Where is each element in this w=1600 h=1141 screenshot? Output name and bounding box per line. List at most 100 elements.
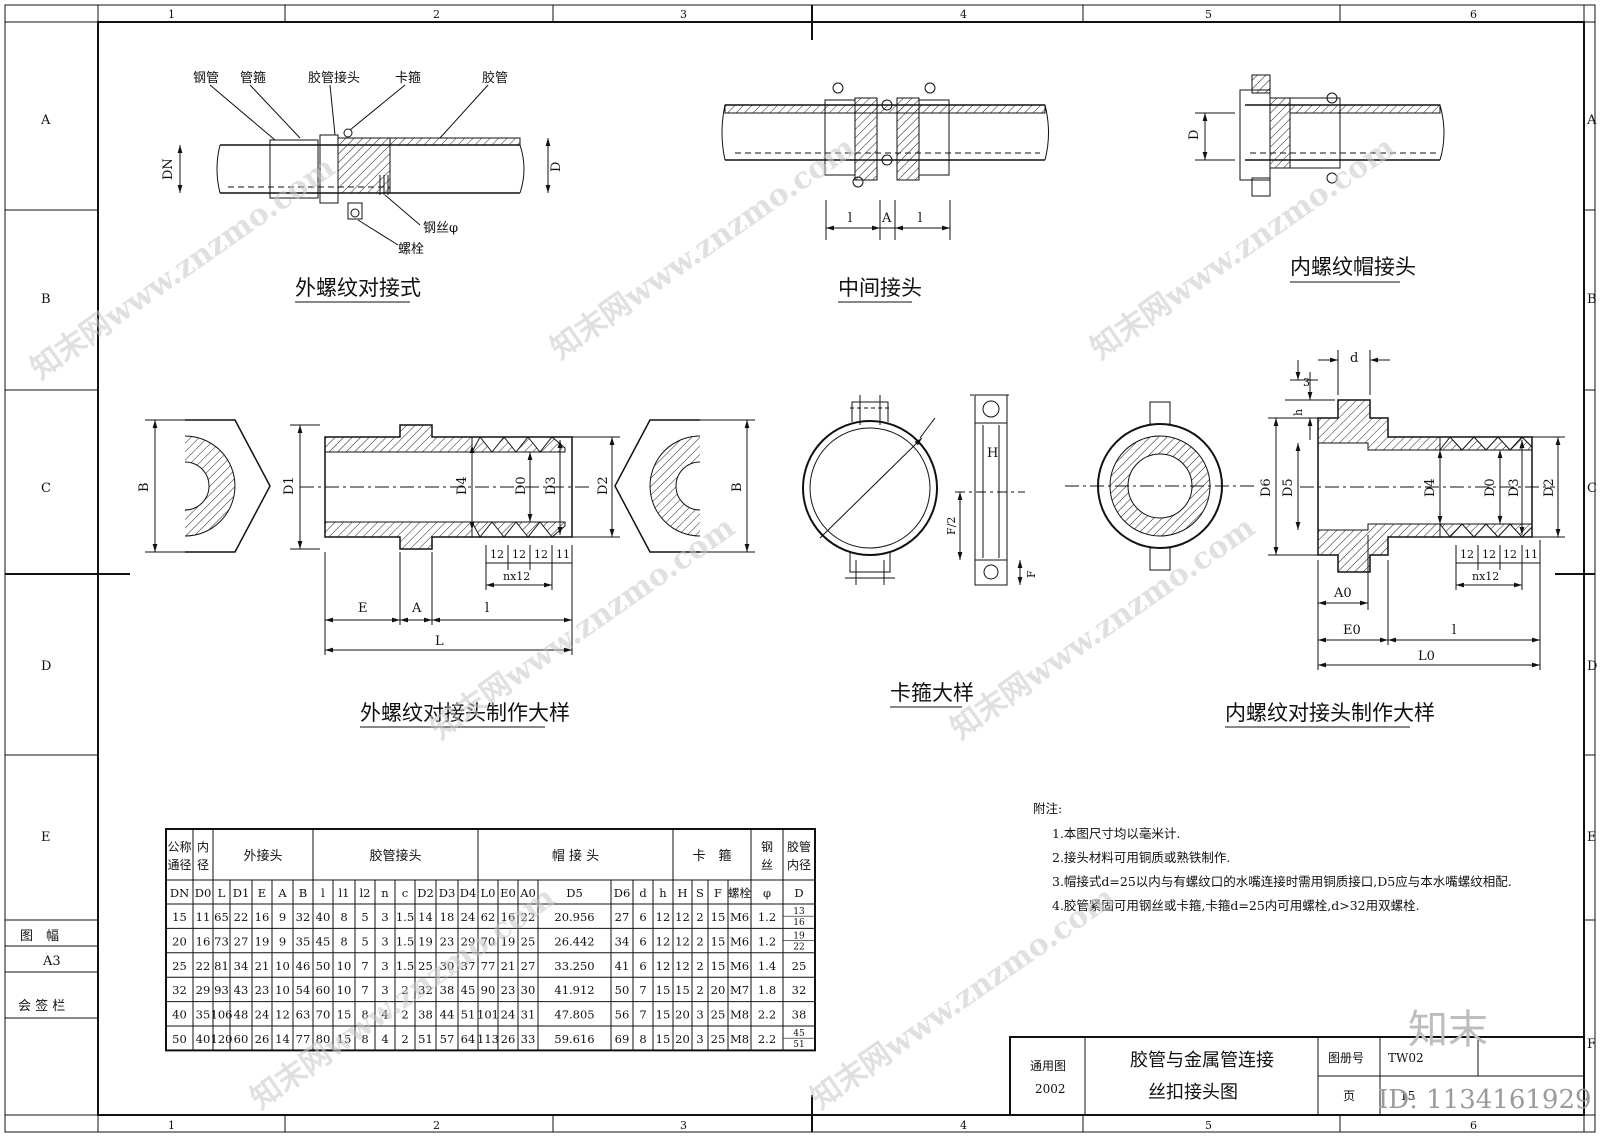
page-label: 页 <box>1343 1089 1355 1103</box>
table-cell: 12 <box>675 910 690 924</box>
title-block-text: 通用图 2002 胶管与金属管连接 丝扣接头图 图册号 TW02 页 15 知末… <box>1030 1007 1592 1115</box>
table-cell: 24 <box>461 910 476 924</box>
figure-internal-thread-cap-labels: D 内螺纹帽接头 <box>1187 130 1416 279</box>
atlas-no-label: 图册号 <box>1328 1051 1364 1065</box>
table-column-header: H <box>677 886 687 900</box>
signature-label: 会 签 栏 <box>18 998 65 1014</box>
svg-text:12: 12 <box>1460 548 1474 561</box>
svg-text:nx12: nx12 <box>1472 570 1499 583</box>
table-cell: 45 <box>316 934 331 948</box>
atlas-no: TW02 <box>1388 1051 1424 1065</box>
callout-clamp: 卡箍 <box>395 70 421 86</box>
table-cell: 20.956 <box>554 910 594 924</box>
table-cell: 19 <box>255 934 270 948</box>
table-cell: 12 <box>656 910 671 924</box>
table-cell: 64 <box>461 1032 476 1046</box>
table-column-header: B <box>299 886 307 900</box>
sheet-size-label: 图 幅 <box>20 929 59 944</box>
table-cell: 8 <box>340 934 347 948</box>
table-cell: 24 <box>255 1008 270 1022</box>
svg-text:3: 3 <box>680 1119 687 1132</box>
table-column-header: A <box>277 886 287 900</box>
table-column-header: L0 <box>481 886 496 900</box>
table-cell: 6 <box>639 959 646 973</box>
table-cell: 15 <box>711 910 726 924</box>
table-column-header: L <box>218 886 226 900</box>
table-cell: 1.4 <box>758 959 776 973</box>
table-cell: 2 <box>696 934 703 948</box>
table-column-header: 螺栓 <box>728 886 751 900</box>
table-cell: 32 <box>172 983 187 997</box>
table-column-header: D0 <box>195 886 212 900</box>
svg-text:12: 12 <box>534 548 548 561</box>
svg-text:知末网www.znzmo.com: 知末网www.znzmo.com <box>25 150 342 387</box>
svg-text:C: C <box>41 481 51 496</box>
table-cell: 33.250 <box>554 959 594 973</box>
svg-text:D0: D0 <box>1483 478 1498 497</box>
table-cell: M6 <box>730 959 749 973</box>
table-cell: 30 <box>521 983 536 997</box>
table-cell: 1.8 <box>758 983 776 997</box>
table-cell: 20 <box>675 1008 690 1022</box>
table-cell: 12 <box>656 934 671 948</box>
table-cell: 63 <box>296 1008 311 1022</box>
table-cell: 26 <box>255 1032 270 1046</box>
svg-text:6: 6 <box>1470 8 1477 21</box>
table-cell: 45 <box>793 1029 805 1039</box>
table-cell: 120 <box>211 1032 233 1046</box>
table-column-header: F <box>714 886 722 900</box>
table-column-header: φ <box>763 886 771 900</box>
table-group-header: 钢 <box>761 840 773 854</box>
table-cell: 40 <box>172 1008 187 1022</box>
figure-clamp-detail-labels: H F/2 F 卡箍大样 <box>890 446 1038 705</box>
svg-text:1: 1 <box>168 8 175 21</box>
notes: 附注: 1.本图尺寸均以毫米计. 2.接头材料可用铜质或熟铁制作. 3.帽接式d… <box>1033 801 1512 913</box>
table-column-header: D4 <box>460 886 477 900</box>
svg-text:E: E <box>1587 830 1597 845</box>
table-cell: 5 <box>361 934 368 948</box>
svg-text:l: l <box>485 601 489 616</box>
frame-col-numbers: 1 2 3 4 5 6 1 2 3 4 5 6 <box>168 8 1477 1132</box>
table-cell: 15 <box>337 1008 352 1022</box>
table-cell: 30 <box>440 959 455 973</box>
table-cell: 1.5 <box>396 934 414 948</box>
svg-text:B: B <box>137 482 152 492</box>
table-column-header: D6 <box>614 886 631 900</box>
year: 2002 <box>1035 1082 1066 1096</box>
table-cell: 8 <box>361 1008 368 1022</box>
table-column-header: l1 <box>339 886 350 900</box>
title-internal-thread-cap: 内螺纹帽接头 <box>1290 255 1416 279</box>
table-column-header: l <box>321 886 325 900</box>
table-cell: 20 <box>711 983 726 997</box>
table-group-header: 胶管 <box>787 839 811 854</box>
callout-hose: 胶管 <box>482 70 508 86</box>
table-group-header: 径 <box>197 858 209 872</box>
table-cell: 69 <box>615 1032 630 1046</box>
table-cell: 15 <box>172 910 187 924</box>
svg-text:A: A <box>881 211 892 226</box>
figure-external-thread-detail-labels: B D1 D4 D0 D3 D2 B 12 12 12 11 nx12 E A … <box>137 476 745 725</box>
table-cell: 19 <box>501 934 516 948</box>
table-group-header: 内 <box>197 840 209 854</box>
table-cell: 23 <box>440 934 455 948</box>
svg-text:D3: D3 <box>1507 478 1522 497</box>
side-panel: 图 幅 A3 会 签 栏 <box>4 919 99 1116</box>
table-cell: 22 <box>521 910 536 924</box>
table-cell: 2 <box>401 1008 408 1022</box>
svg-text:D: D <box>1587 659 1597 674</box>
table-cell: 22 <box>793 942 804 952</box>
table-cell: 8 <box>340 910 347 924</box>
svg-text:3: 3 <box>1303 376 1310 389</box>
table-cell: 60 <box>234 1032 249 1046</box>
table-cell: 48 <box>234 1008 249 1022</box>
svg-text:D: D <box>41 659 51 674</box>
svg-text:知末网www.znzmo.com: 知末网www.znzmo.com <box>1085 130 1402 367</box>
title-clamp-detail: 卡箍大样 <box>890 681 974 705</box>
callout-bolt: 螺栓 <box>398 242 424 257</box>
table-column-header: D5 <box>566 886 583 900</box>
table-cell: 40 <box>196 1032 211 1046</box>
svg-text:D0: D0 <box>514 476 529 495</box>
figure-clamp-detail <box>802 394 1025 708</box>
table-cell: 80 <box>316 1032 331 1046</box>
table-column-header: D2 <box>417 886 434 900</box>
